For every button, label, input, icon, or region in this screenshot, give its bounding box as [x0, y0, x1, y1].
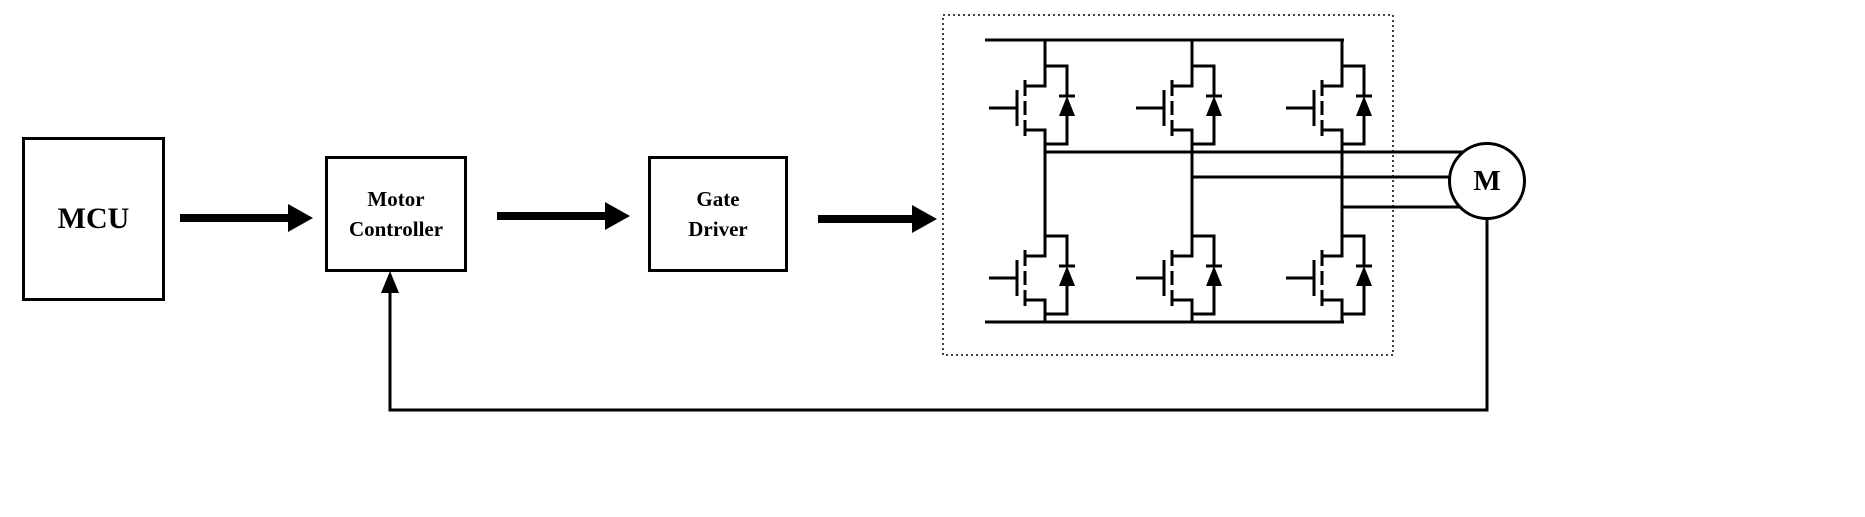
- gate-driver-label-line1: Gate: [696, 186, 740, 211]
- mosfet-bottom-3: [1284, 228, 1374, 322]
- inverter-boundary: [942, 14, 1394, 356]
- arrow-gate-driver-to-inverter: [818, 205, 937, 233]
- mosfet-top-1: [987, 58, 1077, 152]
- arrow-mcu-to-controller: [180, 204, 313, 232]
- motor-label: M: [1473, 164, 1501, 197]
- mosfet-bottom-1: [987, 228, 1077, 322]
- mosfet-bottom-2: [1134, 228, 1224, 322]
- gate-driver-label-line2: Driver: [688, 217, 748, 241]
- mosfet-top-2: [1134, 58, 1224, 152]
- motor-controller-label-line2: Controller: [348, 217, 444, 241]
- arrow-controller-to-gate-driver: [497, 202, 630, 230]
- feedback-line: [381, 220, 1489, 412]
- mcu-block: MCU: [22, 137, 165, 301]
- gate-driver-block: Gate Driver: [648, 156, 788, 272]
- motor-block: M: [1448, 142, 1526, 220]
- mosfet-top-3: [1284, 58, 1374, 152]
- motor-controller-block: Motor Controller: [325, 156, 467, 272]
- feedback-arrowhead: [381, 271, 399, 293]
- motor-controller-label-line1: Motor: [367, 186, 425, 211]
- mcu-label: MCU: [57, 202, 130, 235]
